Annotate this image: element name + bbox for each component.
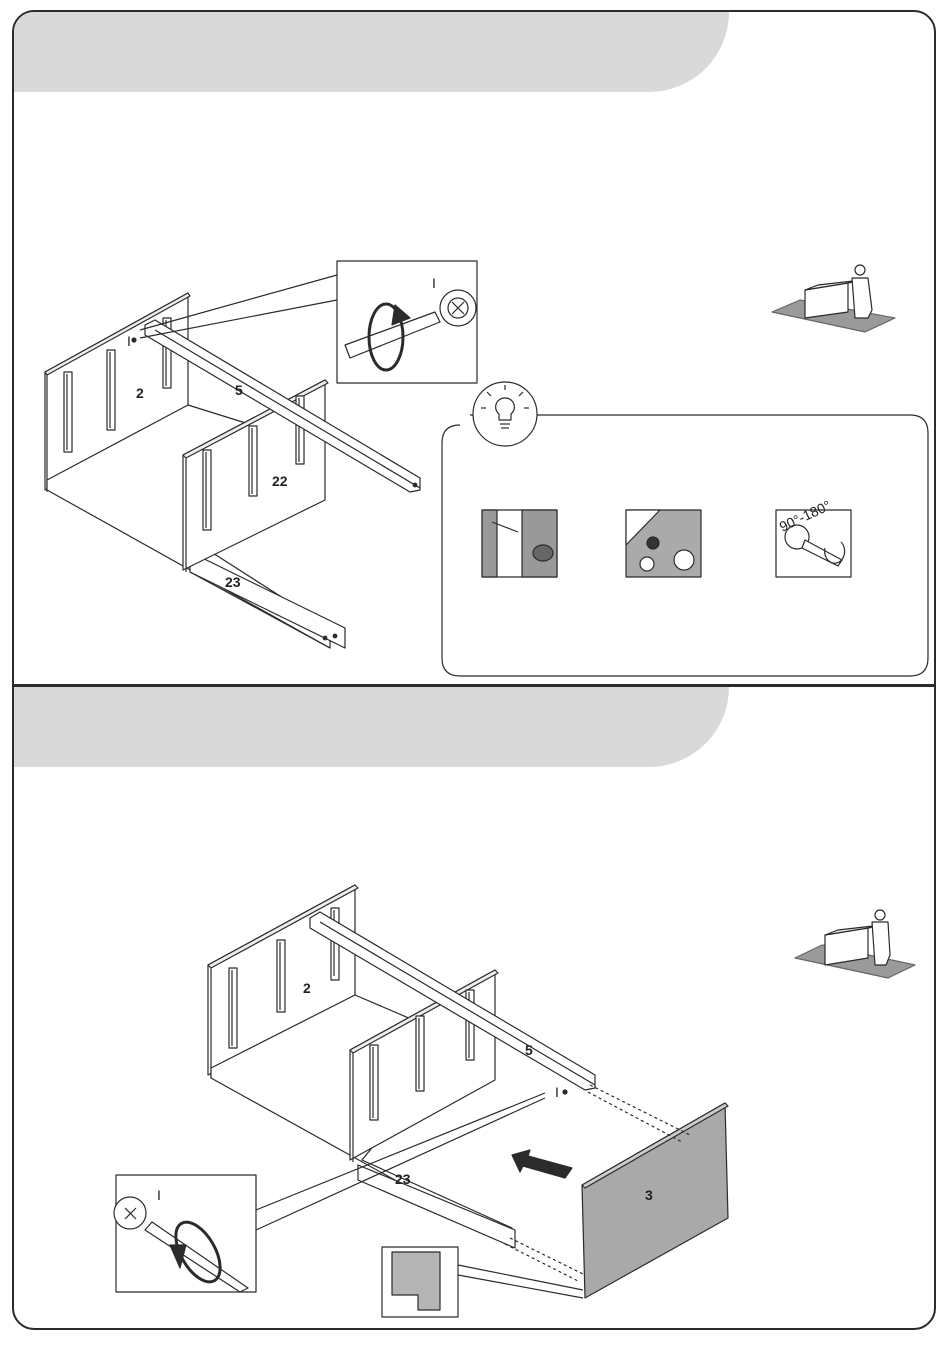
part-label-23: 23: [225, 574, 241, 590]
lightbulb-icon: [473, 382, 537, 446]
cam-bolt-insert-icon: [626, 510, 701, 577]
dowel-glue-icon: [482, 510, 557, 577]
part-label-2-step2: 2: [303, 980, 311, 996]
part-label-5: 5: [235, 382, 243, 398]
part-label-5-step2: 5: [525, 1042, 533, 1058]
step-2-person-figure-icon: [795, 910, 915, 978]
part-label-23-step2: 23: [395, 1171, 411, 1187]
detail-hardware-label: I: [432, 275, 436, 291]
hardware-label-step2: I: [555, 1084, 559, 1100]
step-2-assembly-drawing: [114, 885, 728, 1317]
step-1-assembly-drawing: [45, 261, 477, 648]
step-1-person-figure-icon: [772, 265, 895, 332]
part-label-2: 2: [136, 385, 144, 401]
part-label-3: 3: [645, 1187, 653, 1203]
tip-box: [442, 382, 928, 676]
detail-hardware-label-step2: I: [157, 1187, 161, 1203]
hardware-label: I: [127, 333, 131, 349]
part-label-22: 22: [272, 473, 288, 489]
